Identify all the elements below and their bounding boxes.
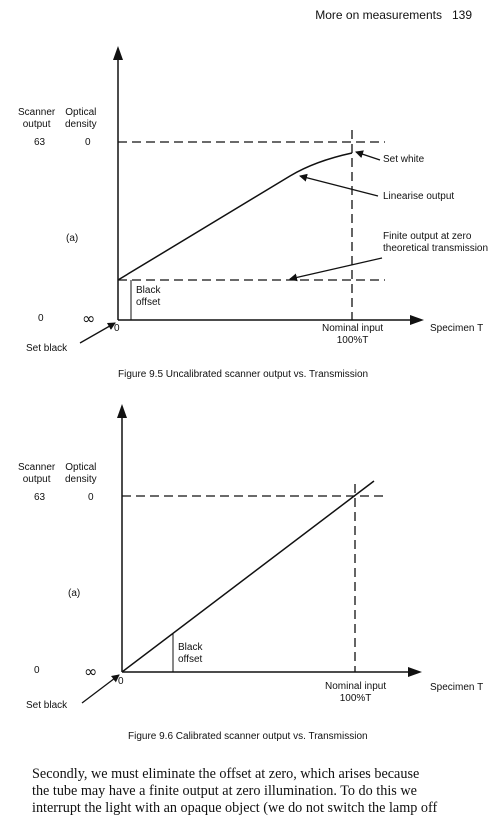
annotation-set-white: Set white (383, 154, 425, 165)
top-scanner-value: 63 (34, 137, 46, 148)
side-label-a: (a) (66, 233, 79, 244)
top-optical-value: 0 (88, 492, 94, 503)
bottom-optical-value: ∞ (84, 662, 98, 681)
body-line: interrupt the light with an opaque objec… (32, 800, 438, 816)
y-axis-arrowhead (113, 46, 123, 60)
set-white-arrow (355, 150, 381, 161)
bottom-scanner-value: 0 (34, 665, 40, 676)
set-black-arrow (81, 674, 120, 704)
linearise-arrow (299, 173, 379, 197)
x-axis-arrowhead (410, 315, 424, 325)
top-scanner-value: 63 (34, 492, 46, 503)
x-axis-label: Specimen T (430, 682, 484, 693)
side-label-a: (a) (68, 588, 81, 599)
body-line: Secondly, we must eliminate the offset a… (32, 766, 420, 782)
x-axis-arrowhead (408, 667, 422, 677)
section-title: More on measurements (315, 8, 442, 22)
page-number: 139 (451, 8, 472, 22)
running-header: More on measurements 139 (315, 8, 472, 22)
x-axis-label: Specimen T (430, 323, 484, 334)
finite-output-arrow (289, 257, 383, 282)
uncalibrated-curve (117, 152, 353, 281)
top-optical-value: 0 (85, 137, 91, 148)
calibrated-line (121, 480, 375, 673)
set-black-arrow (79, 322, 116, 344)
figure-9-6-caption: Figure 9.6 Calibrated scanner output vs.… (128, 731, 368, 742)
bottom-scanner-value: 0 (38, 313, 44, 324)
bottom-optical-value: ∞ (82, 309, 96, 328)
figure-9-5-caption: Figure 9.5 Uncalibrated scanner output v… (118, 369, 369, 380)
x-origin-label: 0 (114, 323, 120, 334)
y-axis-arrowhead (117, 404, 127, 418)
body-paragraph: Secondly, we must eliminate the offset a… (32, 766, 492, 817)
x-origin-label: 0 (118, 676, 124, 687)
set-black-label: Set black (26, 343, 68, 354)
annotation-linearise-output: Linearise output (383, 191, 455, 202)
set-black-label: Set black (26, 700, 68, 711)
body-line: the tube may have a finite output at zer… (32, 783, 417, 799)
